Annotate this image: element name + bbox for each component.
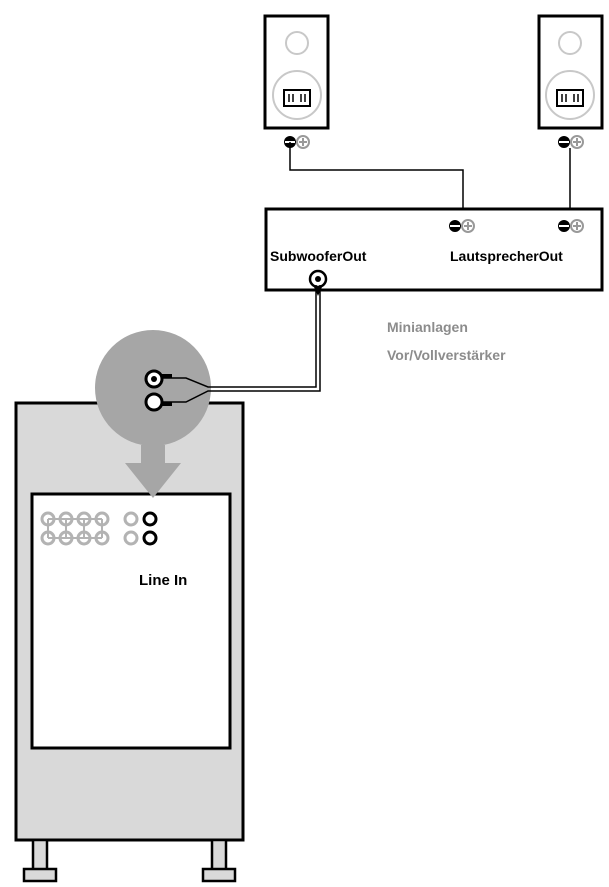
speaker-out-label: LautsprecherOut <box>450 248 563 264</box>
left-speaker-terminal-block <box>283 89 311 107</box>
line-in-jack-bottom-icon <box>142 530 158 546</box>
right-woofer-icon <box>545 70 595 120</box>
subwoofer-cable <box>162 285 322 406</box>
right-foot <box>210 838 228 872</box>
line-in-label: Line In <box>139 572 187 589</box>
left-speaker <box>263 14 330 149</box>
arrow-down-icon <box>125 445 181 498</box>
knob-icon <box>123 511 139 527</box>
right-speaker <box>537 14 604 149</box>
left-speaker-wire <box>289 142 464 222</box>
right-tweeter-icon <box>558 31 582 55</box>
subwoofer-out-label: SubwooferOut <box>270 248 367 264</box>
line-in-jack-top-icon <box>142 511 158 527</box>
amplifier: SubwooferOut LautsprecherOut <box>264 207 604 292</box>
knob-grid <box>40 511 158 546</box>
left-woofer-icon <box>272 70 322 120</box>
knob-icon <box>123 530 139 546</box>
zoom-callout <box>95 330 211 498</box>
subwoofer <box>14 401 245 883</box>
left-tweeter-icon <box>285 31 309 55</box>
amp-caption-line2: Vor/Vollverstärker <box>387 347 506 363</box>
amp-caption-line1: Minianlagen <box>387 319 468 335</box>
left-foot <box>31 838 49 872</box>
right-speaker-terminal-block <box>556 89 584 107</box>
